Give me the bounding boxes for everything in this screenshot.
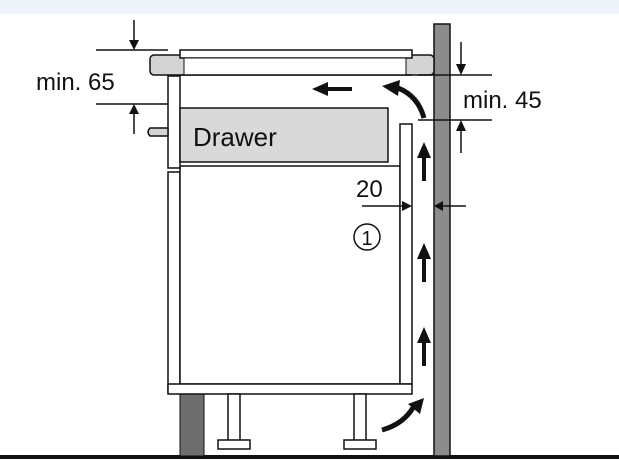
min-45-label: min. 45	[463, 87, 542, 114]
dimension-min-45	[418, 42, 492, 153]
cabinet-side-panel	[167, 171, 181, 393]
arrow-left	[312, 82, 352, 96]
hob-glass	[179, 49, 413, 59]
leg-front	[227, 393, 241, 443]
arrow-curve-top	[382, 80, 427, 119]
leg-front-foot	[217, 439, 251, 450]
hob-body	[183, 57, 407, 76]
callout-1-label: 1	[361, 228, 372, 250]
leg-rear	[353, 393, 367, 443]
drawer-box	[179, 107, 389, 163]
arrow-curve-bottom	[381, 398, 424, 433]
plinth	[179, 391, 205, 457]
min-65-label: min. 65	[36, 69, 115, 96]
dimension-20	[362, 201, 466, 211]
cabinet-rear-panel	[399, 123, 413, 385]
drawer-front	[167, 75, 181, 169]
arrow-up-2	[417, 243, 431, 282]
dimension-min-65	[96, 20, 168, 134]
drawer-label: Drawer	[193, 122, 277, 152]
gap-20-label: 20	[356, 176, 383, 203]
frame-band	[0, 0, 619, 14]
callout-1-circle	[353, 223, 381, 251]
arrow-up-1	[417, 142, 431, 181]
drawer-handle	[147, 127, 169, 137]
cabinet-legs	[217, 393, 377, 450]
leg-rear-foot	[343, 439, 377, 450]
airflow-arrows	[312, 80, 431, 433]
wall	[433, 23, 451, 457]
cabinet-bottom	[167, 383, 413, 395]
arrow-up-3	[417, 327, 431, 366]
